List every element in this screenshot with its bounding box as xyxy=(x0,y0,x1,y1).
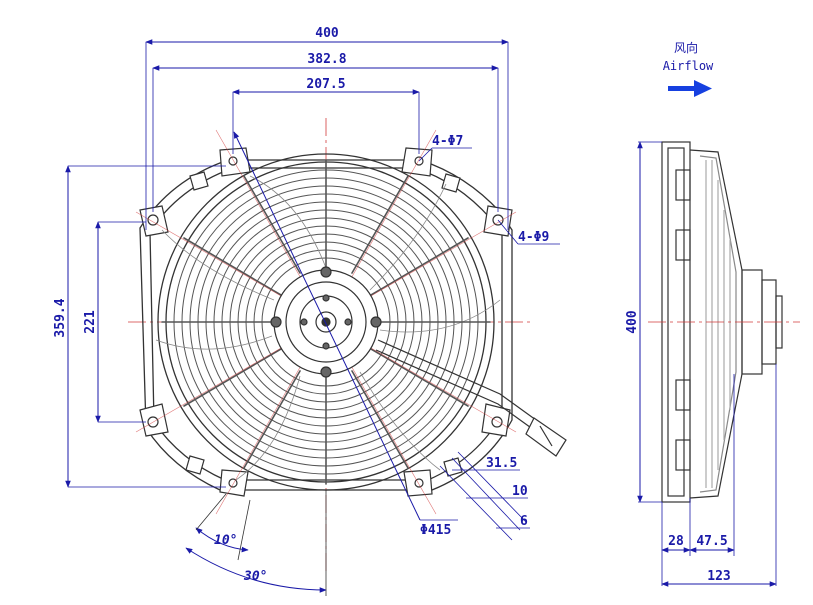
hole-top-label: 4-Φ7 xyxy=(432,134,463,149)
callout-holes-side: 4-Φ9 xyxy=(497,219,560,245)
mounting-lugs xyxy=(139,147,513,497)
frame-depth-label: 28 xyxy=(668,534,684,549)
overall-width-label: 400 xyxy=(315,26,339,41)
dimension-bracket xyxy=(439,451,530,541)
hole-side-label: 4-Φ9 xyxy=(518,230,549,245)
guard-spokes xyxy=(161,159,491,485)
bracket-dim-1: 31.5 xyxy=(486,456,517,471)
angle-large-label: 30° xyxy=(243,569,267,584)
fan-diameter-label: Φ415 xyxy=(420,523,451,538)
dimension-mount-height: 221 xyxy=(83,221,146,423)
bracket-dim-2: 10 xyxy=(512,484,528,499)
dimension-side-depth xyxy=(661,364,777,587)
angle-small-label: 10° xyxy=(214,533,237,548)
power-cable xyxy=(375,339,567,457)
overall-height-label: 359.4 xyxy=(53,298,68,337)
fan-blades xyxy=(155,175,501,481)
mount-height-label: 221 xyxy=(83,310,98,334)
airflow-arrow-icon xyxy=(668,80,712,97)
side-height-label: 400 xyxy=(625,310,640,334)
dimension-angles xyxy=(185,490,327,596)
dimension-mount-inner-width: 207.5 xyxy=(232,77,420,154)
front-view: 400 382.8 207.5 359.4 221 xyxy=(53,26,567,596)
dimension-overall-height: 359.4 xyxy=(53,165,226,488)
dimension-fan-diameter: Φ415 xyxy=(233,131,458,538)
dimension-overall-width: 400 xyxy=(145,26,509,230)
callout-holes-top: 4-Φ7 xyxy=(418,134,472,162)
motor-offset-label: 47.5 xyxy=(696,534,727,549)
airflow-label-cn: 风向 xyxy=(674,40,698,55)
total-depth-label: 123 xyxy=(707,569,730,584)
bracket-dim-3: 6 xyxy=(520,514,528,529)
dimension-mount-outer-width: 382.8 xyxy=(152,52,499,212)
dimension-side-height: 400 xyxy=(625,141,662,503)
motor-hub xyxy=(270,266,382,378)
mount-inner-width-label: 207.5 xyxy=(306,77,345,92)
mount-outer-width-label: 382.8 xyxy=(307,52,346,67)
airflow-label-en: Airflow xyxy=(663,59,714,73)
side-view: 风向 Airflow xyxy=(625,40,800,587)
